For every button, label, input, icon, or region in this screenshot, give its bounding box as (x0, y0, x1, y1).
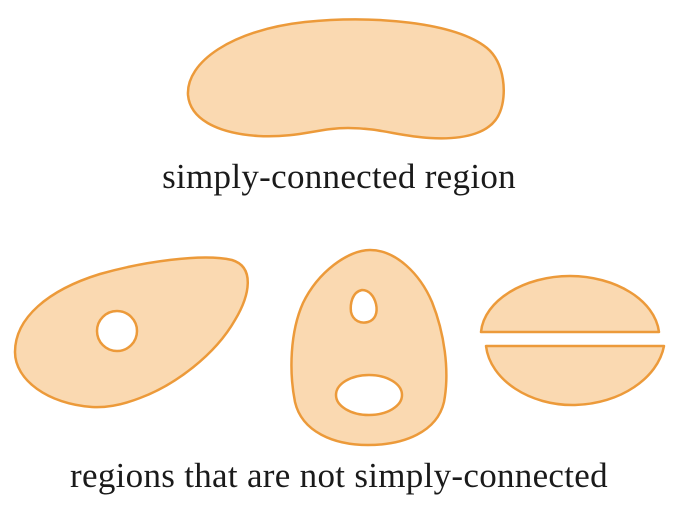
simply-connected-region-shape (186, 18, 505, 140)
hole-bottom (334, 373, 404, 417)
split-region-bottom-shape (484, 344, 666, 407)
split-region-top-shape (479, 274, 661, 334)
hole-left (95, 309, 139, 353)
not-simply-connected-caption: regions that are not simply-connected (70, 456, 608, 495)
hole-top (349, 288, 378, 324)
simply-connected-caption: simply-connected region (162, 157, 516, 196)
region-with-two-holes-shape (290, 248, 448, 447)
